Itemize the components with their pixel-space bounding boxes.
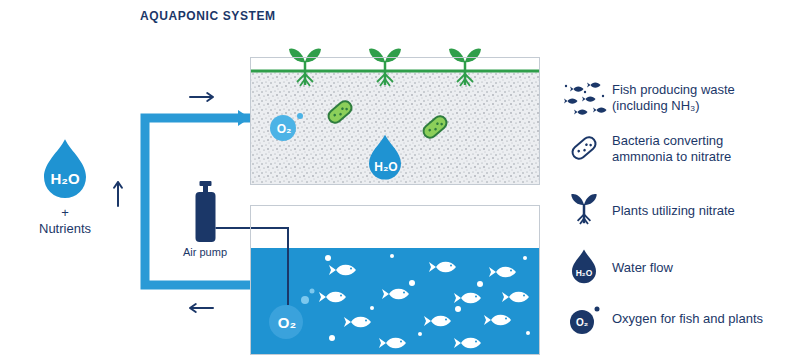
water-bubble [477, 281, 483, 287]
fish [424, 316, 451, 327]
oxygen-bubble [297, 113, 303, 119]
plant-icon [289, 48, 321, 86]
oxygen-bubble [269, 305, 303, 339]
icon-label: H₂O [576, 268, 593, 278]
flow-arrow [190, 93, 213, 101]
node-label: H₂O [50, 170, 79, 188]
water-bubble [455, 306, 461, 312]
tank-water [250, 248, 540, 355]
water-bubble [390, 254, 394, 258]
flow-arrow [114, 182, 122, 206]
water-bubble [526, 331, 530, 335]
water-bubble [409, 280, 415, 286]
fish [382, 289, 409, 300]
water-bubble [523, 256, 527, 260]
air-hose [232, 227, 251, 229]
node-label: H₂O [374, 160, 397, 174]
fish [502, 292, 529, 303]
fish [344, 317, 371, 328]
gravel-bed [250, 71, 540, 185]
oxygen-bubble [310, 289, 315, 294]
fish-school [319, 262, 529, 349]
bacteria-icon [421, 114, 449, 141]
water-bubble [325, 255, 331, 261]
oxygen-icon [570, 310, 594, 334]
plant-icon [369, 48, 401, 86]
soil-line [250, 70, 540, 73]
node-label: + Nutrients [39, 205, 91, 236]
fish-tank: O₂ [250, 205, 540, 355]
legend-icons [564, 82, 607, 334]
fish-icon [574, 109, 588, 114]
air-pump: Air pump [179, 180, 232, 262]
water-drop-icon [572, 250, 596, 284]
bacteria-icon [570, 135, 598, 162]
legend-text: Plants utilizing nitrate [612, 203, 787, 219]
oxygen-icon [595, 307, 600, 312]
bacteria-icon [326, 99, 354, 126]
fish [379, 338, 406, 349]
fish [319, 292, 346, 303]
title: AQUAPONIC SYSTEM [140, 9, 276, 23]
plant-icon [571, 194, 597, 224]
fish [329, 265, 356, 276]
fish-icon [593, 107, 607, 112]
water-pipe [145, 118, 250, 285]
legend-text: Fish producing waste (including NH₃) [612, 82, 787, 115]
fish-icon [570, 86, 584, 91]
flow-arrow [190, 304, 213, 312]
legend-text: Oxygen for fish and plants [612, 311, 787, 327]
fish [489, 267, 516, 278]
fish [454, 338, 481, 349]
fish-icon [587, 82, 601, 87]
node-label: O₂ [278, 314, 296, 332]
water-bubble [418, 332, 422, 336]
fish-icon [582, 96, 596, 101]
water-bubble [329, 335, 335, 341]
oxygen-bubble [301, 296, 309, 304]
water-bubble [370, 306, 374, 310]
nutrient-drop: H₂O + Nutrients [25, 135, 105, 245]
fish [429, 262, 456, 273]
plant-icon [449, 48, 481, 86]
legend-text: Water flow [612, 260, 787, 276]
oxygen-bubble [270, 115, 296, 141]
legend-text: Bacteria converting ammnonia to nitratre [612, 133, 787, 166]
icon-label: O₂ [576, 317, 588, 328]
water-drop [369, 135, 401, 180]
grow-bed: O₂ H₂O [250, 57, 540, 185]
fish-icon [564, 98, 578, 103]
node-label: O₂ [277, 122, 292, 136]
air-hose [250, 228, 288, 305]
node-label: Air pump [183, 246, 227, 259]
fish [454, 293, 481, 304]
fish [484, 315, 511, 326]
